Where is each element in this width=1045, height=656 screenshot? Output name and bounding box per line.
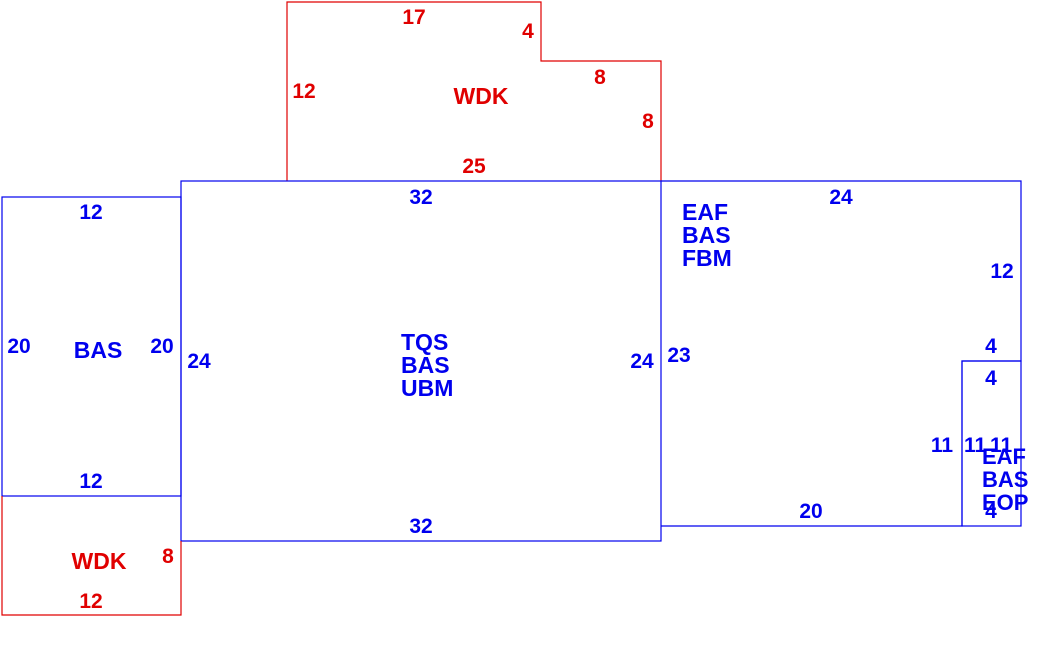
right-wing-code-2: BAS	[682, 222, 731, 248]
right-wing-dim-bottom: 20	[799, 500, 822, 523]
top-deck-dim-bottom: 25	[462, 155, 486, 178]
right-wing-dim-right: 12	[990, 260, 1013, 283]
bottom-deck-outline	[1, 496, 182, 616]
main-code-1: TQS	[401, 329, 448, 355]
main-dim-bottom: 32	[409, 515, 432, 538]
top-deck-outline	[286, 1, 662, 181]
porch-code-3: EOP	[982, 490, 1028, 515]
left-wing-code: BAS	[74, 337, 123, 363]
right-wing-dim-inner: 11	[931, 434, 954, 457]
porch-outline	[961, 360, 1022, 527]
right-wing-dim-step: 4	[985, 335, 997, 358]
right-wing-code-1: EAF	[682, 199, 728, 225]
porch-code-2: BAS	[982, 467, 1028, 492]
left-wing-dim-right: 20	[150, 335, 173, 358]
top-deck-dim-top: 17	[402, 6, 425, 29]
left-wing-outline	[1, 196, 182, 497]
porch-dim-right: 11	[990, 434, 1013, 457]
left-wing-dim-left: 20	[7, 335, 30, 358]
main-code-3: UBM	[401, 375, 453, 401]
porch-dim-top: 4	[985, 367, 997, 390]
top-deck-dim-right: 8	[642, 110, 654, 133]
bottom-deck-code: WDK	[72, 548, 127, 574]
porch-dim-bottom: 4	[985, 500, 997, 523]
top-deck-dim-notch-down: 4	[522, 20, 534, 43]
top-deck-code: WDK	[454, 83, 509, 109]
right-wing-dim-left: 23	[667, 344, 690, 367]
porch-code-1: EAF	[982, 444, 1026, 469]
main-dim-left: 24	[187, 350, 211, 373]
top-deck-dim-left: 12	[292, 80, 315, 103]
right-wing-dim-top: 24	[829, 186, 853, 209]
top-deck-dim-notch-right: 8	[594, 66, 606, 89]
main-dim-top: 32	[409, 186, 432, 209]
main-dim-right: 24	[630, 350, 654, 373]
porch-dim-left: 11	[964, 434, 987, 457]
left-wing-dim-top: 12	[79, 201, 102, 224]
right-wing-code-3: FBM	[682, 245, 732, 271]
left-wing-dim-bottom: 12	[79, 470, 102, 493]
main-code-2: BAS	[401, 352, 450, 378]
bottom-deck-dim-bottom: 12	[79, 590, 102, 613]
bottom-deck-dim-right: 8	[162, 545, 174, 568]
